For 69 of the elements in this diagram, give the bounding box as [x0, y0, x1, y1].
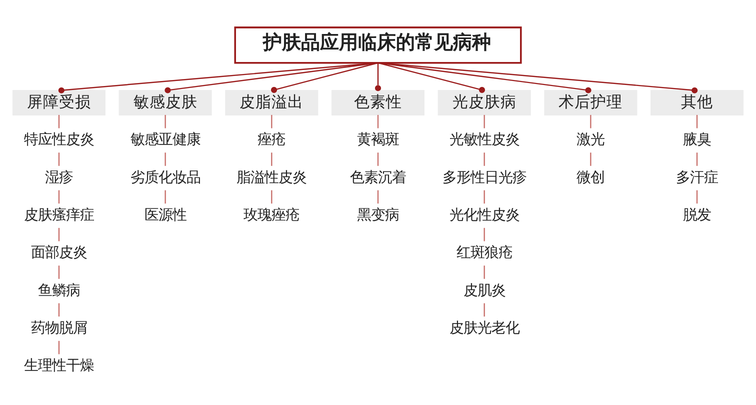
node-box: 敏感皮肤: [118, 90, 212, 115]
connector: [378, 62, 592, 93]
node-text: 多汗症: [676, 169, 718, 186]
connector: [58, 114, 60, 128]
connector: [58, 340, 60, 354]
node-text: 湿疹: [44, 169, 73, 186]
node-text: 红斑狼疮: [456, 244, 512, 261]
node-text: 生理性干燥: [24, 358, 94, 374]
node-text: 医源性: [144, 207, 186, 224]
connector: [590, 114, 592, 128]
node-text: 药物脱屑: [30, 320, 87, 336]
connector: [58, 302, 60, 316]
node-text: 皮肤光老化: [449, 320, 520, 336]
node-box: 皮脂溢出: [225, 90, 318, 115]
node-box: 色素性: [331, 90, 425, 115]
node-text: 黄褐斑: [357, 132, 399, 148]
connector: [696, 190, 698, 204]
node-text: 皮肤瘙痒症: [24, 207, 94, 224]
node-text: 脂溢性皮炎: [236, 169, 307, 186]
node-box: 屏障受损: [12, 90, 106, 115]
node-text: 激光: [576, 132, 605, 148]
node-text: 敏感亚健康: [130, 132, 200, 148]
connector: [484, 152, 485, 166]
node-box: 术后护理: [544, 90, 638, 115]
connector: [164, 152, 166, 166]
connector: [696, 114, 698, 128]
connector: [484, 227, 485, 241]
node-text: 多形性日光疹: [442, 169, 526, 186]
node-text: 微创: [576, 169, 605, 186]
connector: [484, 302, 485, 316]
node-text: 鱼鳞病: [38, 282, 80, 298]
node-text: 特应性皮炎: [24, 132, 94, 148]
connector: [270, 62, 378, 92]
node-text: 皮肌炎: [463, 282, 506, 298]
connector: [696, 152, 698, 166]
connector: [484, 265, 485, 278]
connector: [271, 190, 272, 204]
connector: [271, 114, 272, 128]
node-box: 护肤品应用临床的常见病种: [234, 26, 522, 64]
node-box: 其他: [650, 90, 744, 115]
node-text: 色素沉着: [350, 169, 406, 186]
connector: [58, 190, 60, 204]
node-text: 劣质化妆品: [130, 169, 200, 186]
node-text: 黑变病: [357, 207, 399, 224]
connector: [378, 62, 486, 92]
node-text: 光敏性皮炎: [449, 132, 520, 148]
connector: [484, 114, 485, 128]
connector: [58, 227, 60, 241]
connector: [378, 62, 698, 93]
node-text: 光化性皮炎: [449, 207, 520, 224]
connector: [58, 62, 378, 93]
node-text: 面部皮炎: [30, 244, 87, 261]
connector: [58, 152, 60, 166]
connector: [377, 190, 379, 204]
connector: [271, 152, 272, 166]
node-text: 腋臭: [683, 132, 712, 148]
connector: [164, 114, 166, 128]
node-box: 光皮肤病: [438, 90, 531, 115]
connector: [374, 62, 382, 91]
connector: [590, 152, 592, 166]
connector: [377, 152, 379, 166]
connector: [484, 190, 485, 204]
connector: [377, 114, 379, 128]
node-text: 痤疮: [258, 132, 286, 148]
connector: [164, 62, 378, 93]
connector: [58, 265, 60, 278]
connector: [164, 190, 166, 204]
node-text: 玫瑰痤疮: [244, 207, 300, 224]
node-text: 脱发: [683, 207, 712, 224]
